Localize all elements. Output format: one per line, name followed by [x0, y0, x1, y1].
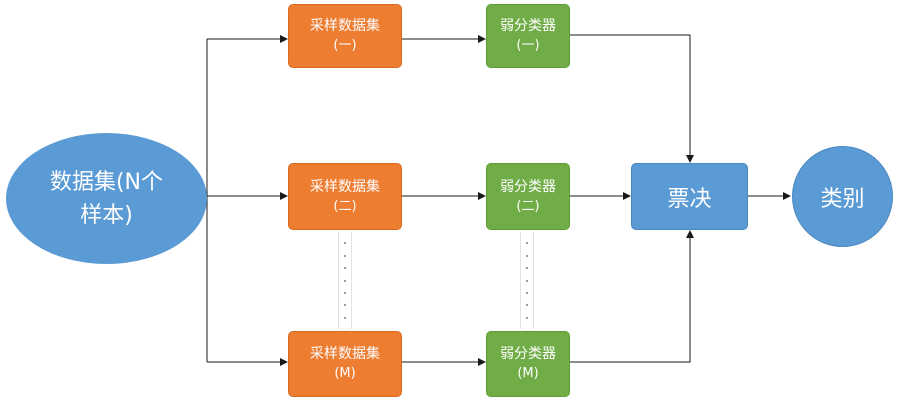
dataset-label-line2: 样本) [80, 202, 133, 228]
arrow-classifier1-to-vote [569, 34, 694, 163]
dataset-label-line1: 数据集(N个 [49, 169, 164, 195]
dataset-node: 数据集(N个 样本) [6, 133, 207, 264]
sample-2-label: 采样数据集 [310, 178, 380, 195]
vote-node: 票决 [631, 163, 748, 230]
category-label: 类别 [820, 186, 865, 212]
sample-2-index: (二) [333, 198, 357, 214]
classifier-2-index: (二) [516, 198, 540, 214]
classifier-1-index: (一) [516, 38, 540, 53]
sample-3-index: (M) [334, 366, 356, 381]
arrow-classifier3-to-vote [569, 230, 694, 363]
sample-1-label: 采样数据集 [310, 18, 380, 34]
classifier-node-3: 弱分类器 (M) [486, 331, 570, 397]
classifier-node-1: 弱分类器 (一) [486, 4, 570, 68]
vote-label: 票决 [667, 186, 712, 212]
sample-1-index: (一) [333, 38, 357, 53]
classifier-3-index: (M) [517, 366, 539, 381]
category-node: 类别 [792, 146, 893, 247]
classifier-ellipsis [520, 232, 534, 329]
sample-node-1: 采样数据集 (一) [288, 4, 402, 68]
sample-node-3: 采样数据集 (M) [288, 331, 402, 397]
classifier-3-label: 弱分类器 [500, 346, 556, 362]
sample-node-2: 采样数据集 (二) [288, 163, 402, 230]
classifier-2-label: 弱分类器 [500, 178, 556, 195]
sample-3-label: 采样数据集 [310, 346, 380, 362]
classifier-node-2: 弱分类器 (二) [486, 163, 570, 230]
classifier-1-label: 弱分类器 [500, 18, 556, 34]
sample-ellipsis [338, 232, 352, 329]
